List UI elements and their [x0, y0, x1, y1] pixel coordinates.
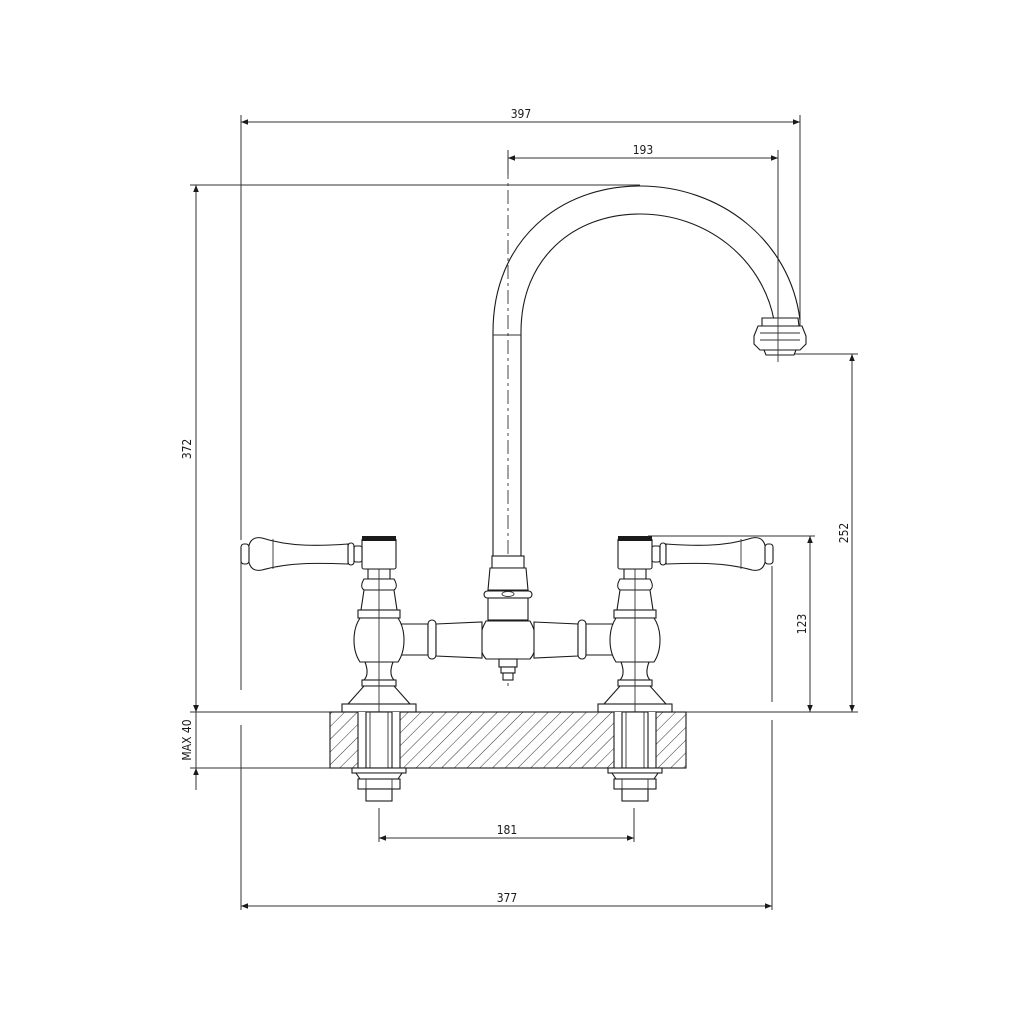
- dim-label-181: 181: [497, 823, 518, 837]
- dimension-372: 372: [180, 184, 640, 712]
- dim-label-252: 252: [837, 523, 851, 544]
- right-valve-body: [597, 540, 673, 720]
- left-valve-body: [341, 540, 417, 720]
- dimension-max-40: MAX 40: [180, 690, 330, 790]
- deck-section: [329, 711, 687, 769]
- dim-label-193: 193: [633, 143, 654, 157]
- dimension-377: 377: [241, 891, 772, 909]
- right-tail-nut: [607, 767, 663, 802]
- spout-aerator: [753, 312, 807, 362]
- bridge-bar: [399, 619, 615, 660]
- right-lever-handle: [617, 536, 774, 571]
- dimension-123: 123: [648, 535, 815, 910]
- dimension-181: 181: [378, 808, 635, 842]
- dim-label-372: 372: [180, 439, 194, 460]
- dimension-193: 193: [507, 143, 779, 320]
- dim-label-max-40: MAX 40: [180, 719, 194, 760]
- central-hub: [479, 555, 537, 681]
- left-tail-nut: [351, 767, 407, 802]
- dim-label-397: 397: [511, 107, 532, 121]
- left-lever-handle: [240, 536, 397, 571]
- dimension-252: 252: [666, 353, 858, 713]
- dim-label-377: 377: [497, 891, 518, 905]
- dim-label-123: 123: [795, 614, 809, 635]
- dimension-397: 397: [240, 107, 801, 910]
